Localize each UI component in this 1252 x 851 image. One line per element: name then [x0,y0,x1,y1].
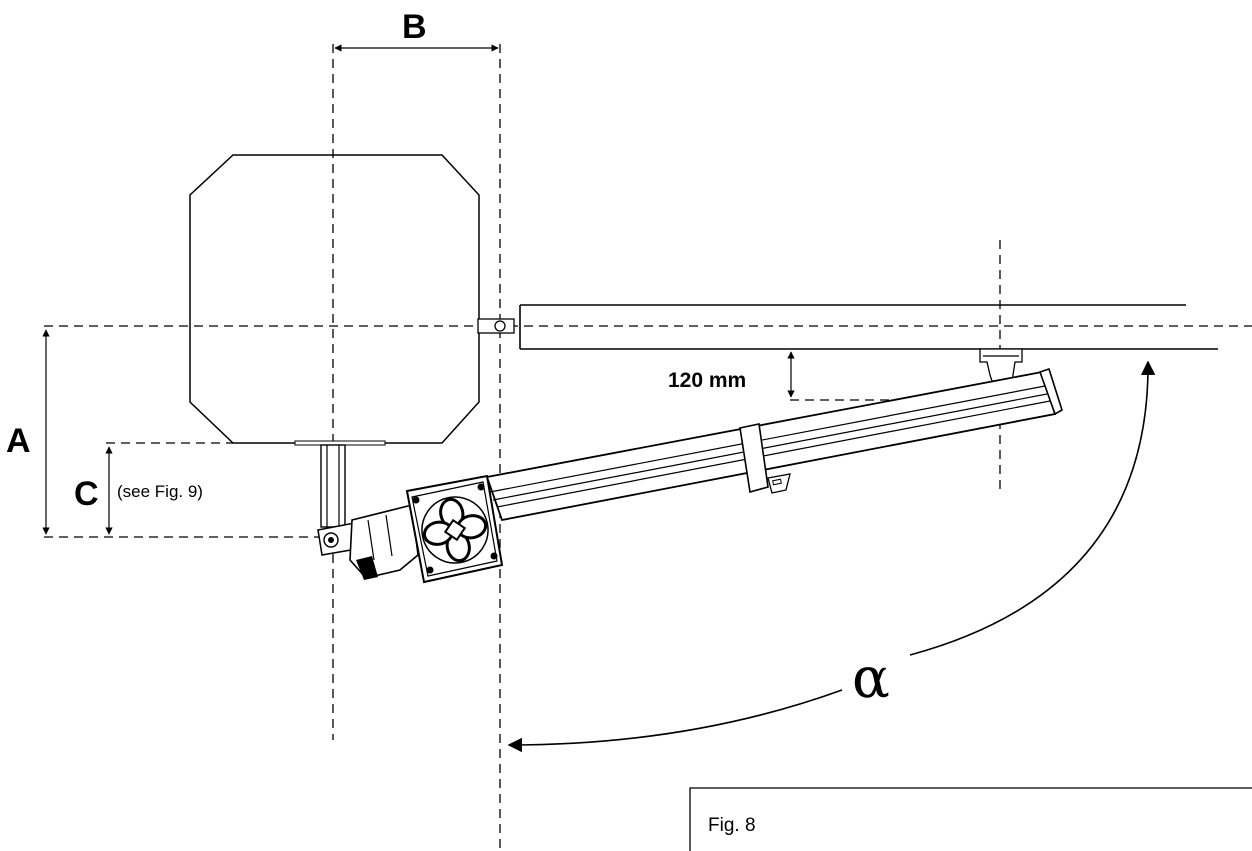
angle-alpha-arc-lower [507,689,843,753]
angle-alpha-label: α [852,646,890,711]
linear-actuator [317,367,1063,584]
gate-leaf [519,304,1218,350]
figure-caption-box: Fig. 8 [689,787,1252,851]
figure-caption: Fig. 8 [708,815,756,836]
offset-label: 120 mm [668,369,746,392]
gate-hinge [477,318,515,334]
pillar-outline [189,154,480,444]
pillar-bracket [294,440,386,528]
dimension-c-label: C [74,475,99,513]
dimension-a-label: A [6,422,31,460]
actuator-collar [739,423,769,494]
dimension-c-note: (see Fig. 9) [117,482,203,501]
release-knob-icon [421,496,489,564]
angle-alpha-arc [909,360,1156,656]
actuator-tube [485,367,1063,522]
actuator-gearbox [405,474,504,584]
dimension-b-label: B [402,8,427,46]
